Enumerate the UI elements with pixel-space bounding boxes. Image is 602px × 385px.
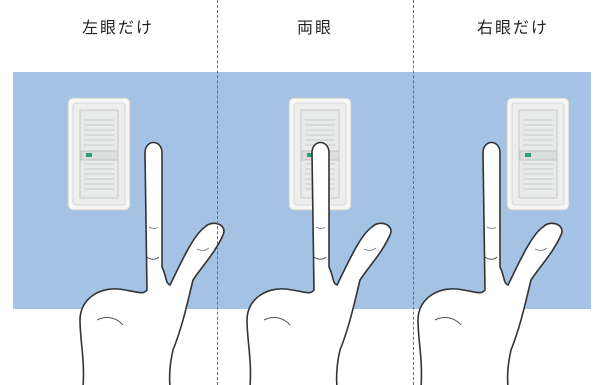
panel-label-left-eye: 左眼だけ xyxy=(81,18,154,37)
hand-pointing-center xyxy=(246,141,392,385)
panel-label-both-eyes: 両眼 xyxy=(296,18,333,37)
light-switch-right xyxy=(506,97,570,211)
light-switch-left xyxy=(67,97,131,211)
panel-label-right-eye: 右眼だけ xyxy=(476,18,549,37)
divider-right xyxy=(413,0,414,385)
divider-left xyxy=(217,0,218,385)
